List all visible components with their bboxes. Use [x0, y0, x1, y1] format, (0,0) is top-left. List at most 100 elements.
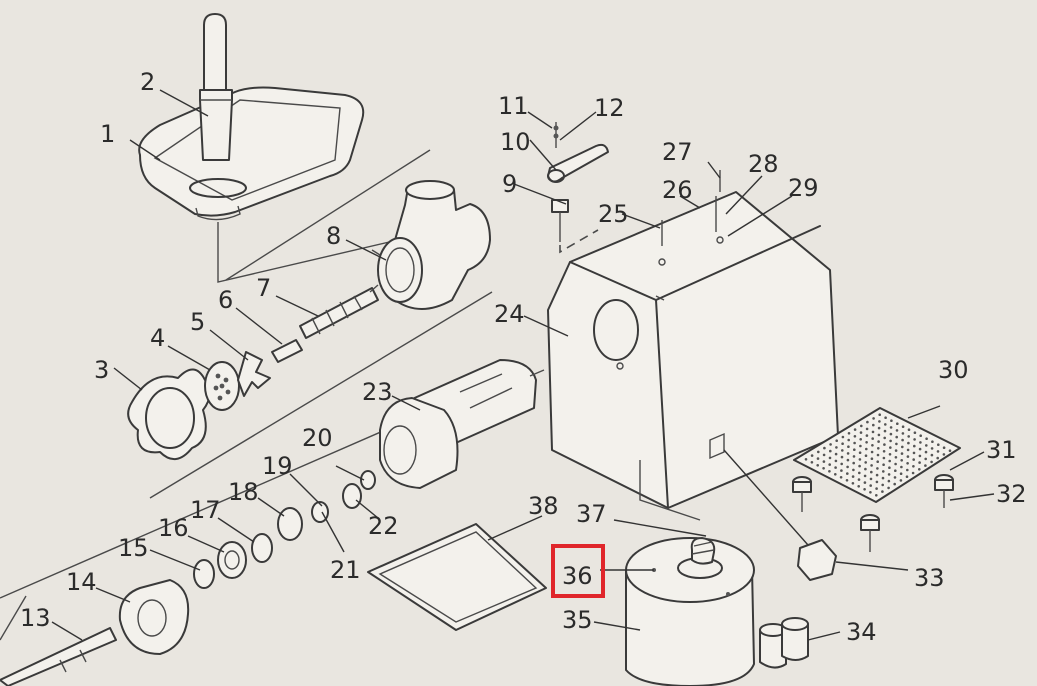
- grille-hole: [840, 469, 843, 472]
- grille-hole: [845, 479, 849, 482]
- grille-hole: [882, 463, 885, 467]
- grille-hole: [829, 443, 832, 446]
- part-38-tray: [367, 523, 547, 631]
- grille-hole: [895, 435, 898, 439]
- grille-hole: [871, 444, 874, 447]
- grille-hole: [889, 439, 892, 443]
- label-9: 9: [502, 170, 517, 198]
- grille-hole: [869, 477, 873, 481]
- grille-hole: [900, 465, 903, 469]
- label-4: 4: [150, 324, 165, 352]
- grille-hole: [924, 450, 928, 454]
- part-15-washer: [193, 559, 215, 589]
- grille-hole: [822, 453, 826, 457]
- part-17-gear: [251, 533, 273, 563]
- grille-hole: [894, 462, 897, 466]
- grille-hole: [858, 458, 862, 461]
- grille-hole: [853, 448, 856, 452]
- label-35: 35: [562, 606, 593, 634]
- grille-hole: [828, 456, 832, 460]
- grille-hole: [930, 447, 934, 450]
- part-labels: 1 2 3 4 5 6 7 8 9 10 11 12 13 14 15 16 1…: [20, 68, 1027, 646]
- grille-hole: [852, 455, 856, 458]
- grille-hole: [876, 467, 879, 470]
- grille-hole: [875, 480, 879, 484]
- grille-hole: [847, 438, 850, 442]
- grille-hole: [907, 428, 911, 432]
- label-32: 32: [996, 480, 1027, 508]
- grille-hole: [858, 464, 861, 468]
- label-20: 20: [302, 424, 333, 452]
- grille-hole: [865, 441, 868, 444]
- label-17: 17: [190, 496, 221, 524]
- grille-hole: [901, 445, 904, 449]
- part-31-foot: [792, 474, 954, 531]
- label-15: 15: [118, 534, 149, 562]
- grille-hole: [913, 438, 916, 441]
- grille-hole: [887, 479, 891, 483]
- part-6-pin: [271, 339, 303, 363]
- grille-hole: [887, 486, 890, 490]
- grille-hole: [924, 457, 927, 461]
- part-18-gear: [277, 507, 303, 541]
- label-10: 10: [500, 128, 531, 156]
- grille-hole: [918, 468, 921, 471]
- grille-hole: [907, 441, 910, 445]
- grille-hole: [877, 447, 880, 450]
- grille-hole: [817, 450, 820, 454]
- grille-hole: [846, 452, 850, 455]
- grille-hole: [851, 475, 855, 478]
- grille-hole: [870, 464, 873, 467]
- grille-hole: [871, 430, 875, 434]
- label-1: 1: [100, 120, 115, 148]
- grille-hole: [863, 488, 866, 491]
- grille-hole: [835, 439, 838, 443]
- grille-hole: [878, 413, 881, 417]
- grille-hole: [870, 450, 874, 454]
- grille-hole: [869, 491, 872, 494]
- label-12: 12: [594, 94, 625, 122]
- part-30-vent-grille: [793, 407, 961, 503]
- grille-hole: [901, 425, 905, 429]
- grille-hole: [834, 452, 838, 456]
- grille-hole: [887, 473, 891, 476]
- grille-hole: [863, 474, 867, 478]
- grille-hole: [875, 494, 878, 497]
- grille-hole: [913, 444, 916, 448]
- label-3: 3: [94, 356, 109, 384]
- grille-hole: [894, 469, 897, 473]
- grille-hole: [877, 433, 881, 437]
- grille-hole: [816, 464, 819, 467]
- grille-hole: [840, 455, 844, 459]
- label-16: 16: [158, 514, 189, 542]
- grille-hole: [882, 450, 886, 453]
- label-6: 6: [218, 286, 233, 314]
- grille-hole: [877, 426, 881, 430]
- grille-hole: [918, 454, 922, 458]
- part-2-stomper: [199, 13, 233, 161]
- grille-hole: [894, 449, 898, 452]
- grille-hole: [895, 429, 899, 432]
- grille-hole: [888, 453, 892, 456]
- part-32-screw: [801, 490, 945, 552]
- grille-hole: [900, 459, 903, 462]
- grille-hole: [906, 462, 909, 465]
- grille-hole: [859, 438, 862, 441]
- grille-hole: [822, 467, 825, 470]
- label-8: 8: [326, 222, 341, 250]
- label-26: 26: [662, 176, 693, 204]
- grille-hole: [937, 443, 940, 447]
- grille-hole: [912, 465, 915, 468]
- grille-hole: [930, 453, 934, 457]
- grille-hole: [863, 481, 867, 484]
- grille-hole: [896, 422, 899, 426]
- grille-hole: [889, 446, 892, 449]
- grille-hole: [907, 435, 910, 438]
- grille-hole: [901, 432, 905, 435]
- grille-hole: [906, 455, 910, 458]
- label-22: 22: [368, 512, 399, 540]
- label-11: 11: [498, 92, 529, 120]
- grille-hole: [875, 473, 879, 477]
